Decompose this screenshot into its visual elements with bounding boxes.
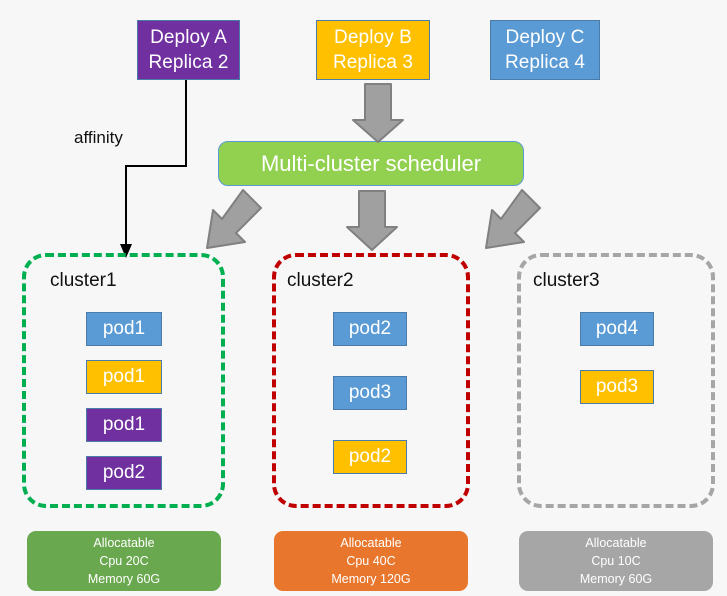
allocatable-memory: Memory 60G: [87, 572, 161, 586]
deploy-b-box[interactable]: Deploy B Replica 3: [316, 20, 430, 80]
pod-label: pod2: [102, 462, 146, 483]
allocatable-cpu: Cpu 10C: [591, 554, 641, 568]
allocatable-title: Allocatable: [585, 536, 647, 550]
cluster3-container[interactable]: [517, 253, 715, 508]
deploy-a-replica: Replica 2: [148, 52, 229, 73]
cluster1-label: cluster1: [50, 270, 117, 291]
deploy-b-title: Deploy B: [334, 27, 412, 48]
pod-label: pod2: [348, 446, 392, 467]
cluster1-allocatable-box[interactable]: Allocatable Cpu 20C Memory 60G: [27, 531, 221, 591]
deploy-c-title: Deploy C: [505, 27, 585, 48]
allocatable-cpu: Cpu 20C: [99, 554, 149, 568]
cluster3-allocatable-box[interactable]: Allocatable Cpu 10C Memory 60G: [519, 531, 713, 591]
block-arrow-deploy-b-to-scheduler: [352, 83, 404, 143]
block-arrow-scheduler-to-cluster1: [206, 189, 262, 249]
pod-label: pod2: [348, 318, 392, 339]
pod-label: pod1: [102, 366, 146, 387]
scheduler-label: Multi-cluster scheduler: [260, 150, 482, 176]
cluster2-container[interactable]: [272, 253, 470, 508]
pod-label: pod3: [595, 376, 639, 397]
block-arrow-scheduler-to-cluster3: [485, 189, 541, 249]
cluster3-pod-2[interactable]: pod3: [580, 370, 654, 404]
allocatable-title: Allocatable: [340, 536, 402, 550]
deploy-a-box[interactable]: Deploy A Replica 2: [137, 20, 240, 80]
deploy-a-title: Deploy A: [150, 27, 227, 48]
cluster1-pod-2[interactable]: pod1: [86, 360, 162, 394]
deploy-b-replica: Replica 3: [332, 52, 414, 73]
cluster3-label: cluster3: [533, 270, 600, 291]
allocatable-memory: Memory 120G: [331, 572, 411, 586]
multi-cluster-scheduler-box[interactable]: Multi-cluster scheduler: [218, 141, 524, 186]
allocatable-cpu: Cpu 40C: [346, 554, 396, 568]
cluster2-label: cluster2: [287, 270, 354, 291]
pod-label: pod3: [348, 382, 392, 403]
pod-label: pod1: [102, 414, 146, 435]
affinity-connector: [120, 80, 187, 258]
cluster1-pod-1[interactable]: pod1: [86, 312, 162, 346]
allocatable-memory: Memory 60G: [579, 572, 653, 586]
pod-label: pod1: [102, 318, 146, 339]
cluster3-pod-1[interactable]: pod4: [580, 312, 654, 346]
cluster2-pod-2[interactable]: pod3: [333, 376, 407, 410]
affinity-label: affinity: [74, 128, 123, 147]
cluster2-pod-3[interactable]: pod2: [333, 440, 407, 474]
pod-label: pod4: [595, 318, 639, 339]
cluster2-allocatable-box[interactable]: Allocatable Cpu 40C Memory 120G: [274, 531, 468, 591]
allocatable-title: Allocatable: [93, 536, 155, 550]
deploy-c-box[interactable]: Deploy C Replica 4: [490, 20, 600, 80]
block-arrow-scheduler-to-cluster2: [346, 190, 398, 251]
cluster1-pod-3[interactable]: pod1: [86, 408, 162, 442]
deploy-c-replica: Replica 4: [504, 52, 586, 73]
cluster1-container[interactable]: [22, 253, 225, 508]
cluster2-pod-1[interactable]: pod2: [333, 312, 407, 346]
cluster1-pod-4[interactable]: pod2: [86, 456, 162, 490]
